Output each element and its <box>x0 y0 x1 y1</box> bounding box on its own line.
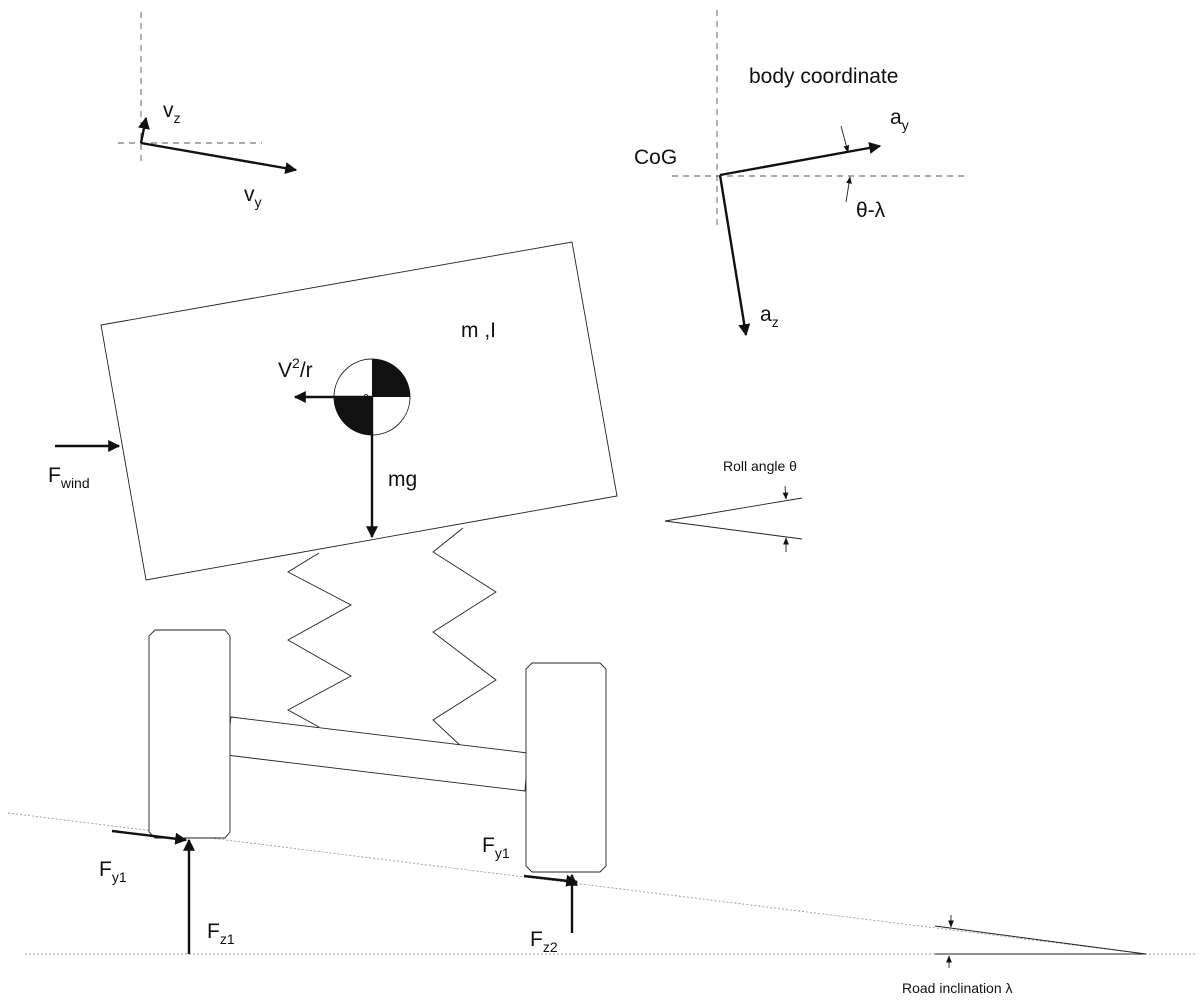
roll-angle-upper-line <box>664 497 803 522</box>
right-wheel <box>525 662 607 873</box>
right-lateral-force-arrow <box>523 874 579 887</box>
left-wheel <box>148 629 231 839</box>
right-lateral-force-label: Fy1 <box>482 834 510 861</box>
ay-angle-tick <box>840 125 850 153</box>
suspension-springs <box>287 527 497 749</box>
roll-angle-label: Roll angle θ <box>723 458 797 474</box>
horizontal-angle-tick <box>845 176 852 203</box>
wind-force-label: Fwind <box>48 464 90 491</box>
roll-angle-tick-top <box>782 485 789 500</box>
axle <box>225 716 529 792</box>
velocity-frame: vz vy <box>118 12 298 210</box>
road-angle-leg <box>934 925 1147 955</box>
cog-label: CoG <box>634 146 677 169</box>
centripetal-label: V2/r <box>278 355 313 382</box>
theta-minus-lambda-label: θ-λ <box>856 199 886 222</box>
body-coordinate-title: body coordinate <box>749 65 898 88</box>
ay-arrow <box>719 142 882 177</box>
vy-label: vy <box>244 183 262 210</box>
roll-angle-lower-line <box>664 520 803 540</box>
vy-arrow <box>140 141 298 175</box>
cog-theta-mark: θ <box>363 393 369 405</box>
left-lateral-force-arrow <box>111 829 188 845</box>
road-inclination-label: Road inclination λ <box>902 980 1013 996</box>
right-spring <box>432 527 497 749</box>
left-lateral-force-label: Fy1 <box>99 858 127 885</box>
body-coordinate-frame: body coordinate CoG ay az θ-λ <box>634 10 968 337</box>
left-spring <box>287 552 352 728</box>
left-vertical-force-label: Fz1 <box>207 920 235 947</box>
vz-arrow <box>137 116 150 144</box>
gravity-label: mg <box>388 468 417 491</box>
roll-angle-indicator: Roll angle θ <box>664 458 803 552</box>
az-arrow <box>718 174 751 337</box>
right-vertical-force-label: Fz2 <box>530 928 558 955</box>
vz-label: vz <box>163 99 181 126</box>
mass-inertia-label: m ,I <box>461 319 496 342</box>
az-label: az <box>760 303 779 330</box>
ay-label: ay <box>890 106 909 133</box>
